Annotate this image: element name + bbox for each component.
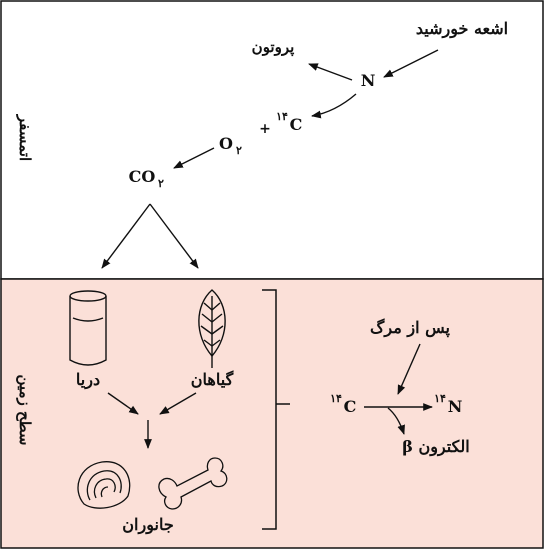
decay-carbon14-mass: ۱۴ — [330, 392, 342, 405]
plus-sign: + — [259, 121, 271, 137]
plants-label: گیاهان — [191, 370, 234, 389]
sea-label: دریا — [76, 370, 100, 390]
cosmic-rays-label: اشعه خورشید — [416, 19, 508, 39]
arrow-rays-to-nitrogen — [383, 49, 439, 78]
co2-symbol: CO — [129, 167, 156, 186]
decay-nitrogen14-mass: ۱۴ — [434, 392, 446, 405]
oxygen-subscript: ۲ — [236, 144, 242, 157]
arrow-after-death — [397, 343, 421, 395]
co2-subscript: ۲ — [158, 177, 164, 190]
decay-nitrogen14-symbol: N — [448, 397, 463, 416]
arrow-plants-to-animals — [159, 392, 197, 415]
arrow-to-beta-electron — [387, 407, 405, 435]
atmosphere-panel — [0, 0, 544, 280]
carbon14-symbol: C — [290, 115, 303, 134]
beaker-icon — [69, 290, 107, 366]
arrow-nitrogen-to-carbon14 — [311, 93, 357, 119]
oxygen-symbol: O — [219, 134, 233, 153]
animals-label: جانوران — [122, 515, 174, 535]
nitrogen-label: N — [361, 71, 376, 90]
shell-icon — [77, 461, 131, 509]
surface-bracket — [262, 289, 290, 530]
arrow-sea-to-animals — [107, 392, 139, 415]
carbon14-mass: ۱۴ — [276, 110, 288, 123]
surface-label: سطح زمین — [16, 374, 34, 445]
arrow-co2-to-plants — [149, 203, 199, 269]
decay-carbon14-symbol: C — [344, 397, 357, 416]
proton-label: پروتون — [252, 38, 295, 57]
leaf-icon — [198, 289, 226, 368]
surface-panel — [0, 278, 544, 549]
bone-icon — [158, 457, 228, 510]
arrow-co2-to-sea — [101, 203, 151, 269]
beta-electron-label: الکترون β — [402, 437, 469, 457]
after-death-label: پس از مرگ — [370, 318, 450, 338]
arrow-oxygen-to-co2 — [173, 147, 215, 169]
arrow-nitrogen-to-proton — [308, 63, 353, 81]
atmosphere-label: اتمسفر — [16, 114, 34, 161]
